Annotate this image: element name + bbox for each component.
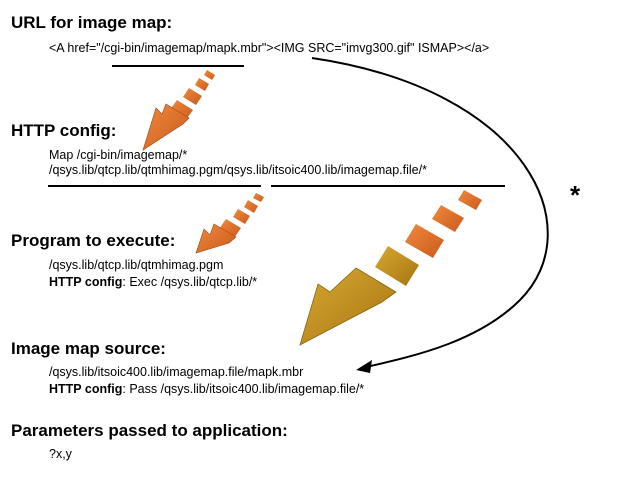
arrow-head xyxy=(195,223,237,254)
arrow-segment xyxy=(458,190,482,210)
arrow-segment xyxy=(405,224,444,258)
image-map-source-path: /qsys.lib/itsoic400.lib/imagemap.file/ma… xyxy=(49,365,304,379)
arrow-url-to-http-config xyxy=(142,70,215,151)
heading-image-map-source: Image map source: xyxy=(11,339,166,358)
arrow-segment xyxy=(432,205,464,232)
arrow-segment xyxy=(244,200,258,213)
arrow-http-config-to-program xyxy=(195,193,264,254)
asterisk-annotation: * xyxy=(570,180,581,210)
image-map-source-http-config-value: : Pass /qsys.lib/itsoic400.lib/imagemap.… xyxy=(122,382,365,396)
program-path: /qsys.lib/qtcp.lib/qtmhimag.pgm xyxy=(49,258,224,272)
http-config-underline-left xyxy=(48,185,261,187)
image-map-source-http-config-pass: HTTP config: Pass /qsys.lib/itsoic400.li… xyxy=(49,382,364,397)
arrow-segment xyxy=(233,209,250,224)
heading-parameters-passed: Parameters passed to application: xyxy=(11,421,288,440)
program-http-config-value: : Exec /qsys.lib/qtcp.lib/* xyxy=(122,275,258,289)
program-http-config-exec: HTTP config: Exec /qsys.lib/qtcp.lib/* xyxy=(49,275,257,290)
arrow-segment xyxy=(195,78,209,91)
curved-arrow-head xyxy=(356,360,372,373)
arrow-head xyxy=(299,267,397,346)
image-map-source-http-config-label: HTTP config xyxy=(49,382,123,396)
url-underline xyxy=(112,65,244,67)
arrow-segment xyxy=(253,193,264,202)
parameters-value: ?x,y xyxy=(49,447,72,461)
arrow-segment xyxy=(169,100,193,121)
arrow-segment xyxy=(183,88,202,105)
url-html-tag: <A href="/cgi-bin/imagemap/mapk.mbr"><IM… xyxy=(49,41,490,55)
http-config-underline-right xyxy=(271,185,505,187)
heading-program-to-execute: Program to execute: xyxy=(11,231,176,250)
arrow-http-config-to-image-map-source xyxy=(299,190,482,346)
program-http-config-label: HTTP config xyxy=(49,275,123,289)
http-config-path-line: /qsys.lib/qtcp.lib/qtmhimag.pgm/qsys.lib… xyxy=(49,163,427,177)
curved-connector xyxy=(311,57,549,368)
arrow-segment xyxy=(375,246,419,286)
arrow-segment xyxy=(204,70,215,80)
arrow-head xyxy=(142,103,190,151)
heading-http-config: HTTP config: xyxy=(11,121,117,140)
curved-arrow-url-to-image-map-source xyxy=(311,57,549,373)
heading-url-for-image-map: URL for image map: xyxy=(11,13,173,32)
arrow-segment xyxy=(219,219,241,238)
http-config-map-line: Map /cgi-bin/imagemap/* xyxy=(49,148,188,162)
